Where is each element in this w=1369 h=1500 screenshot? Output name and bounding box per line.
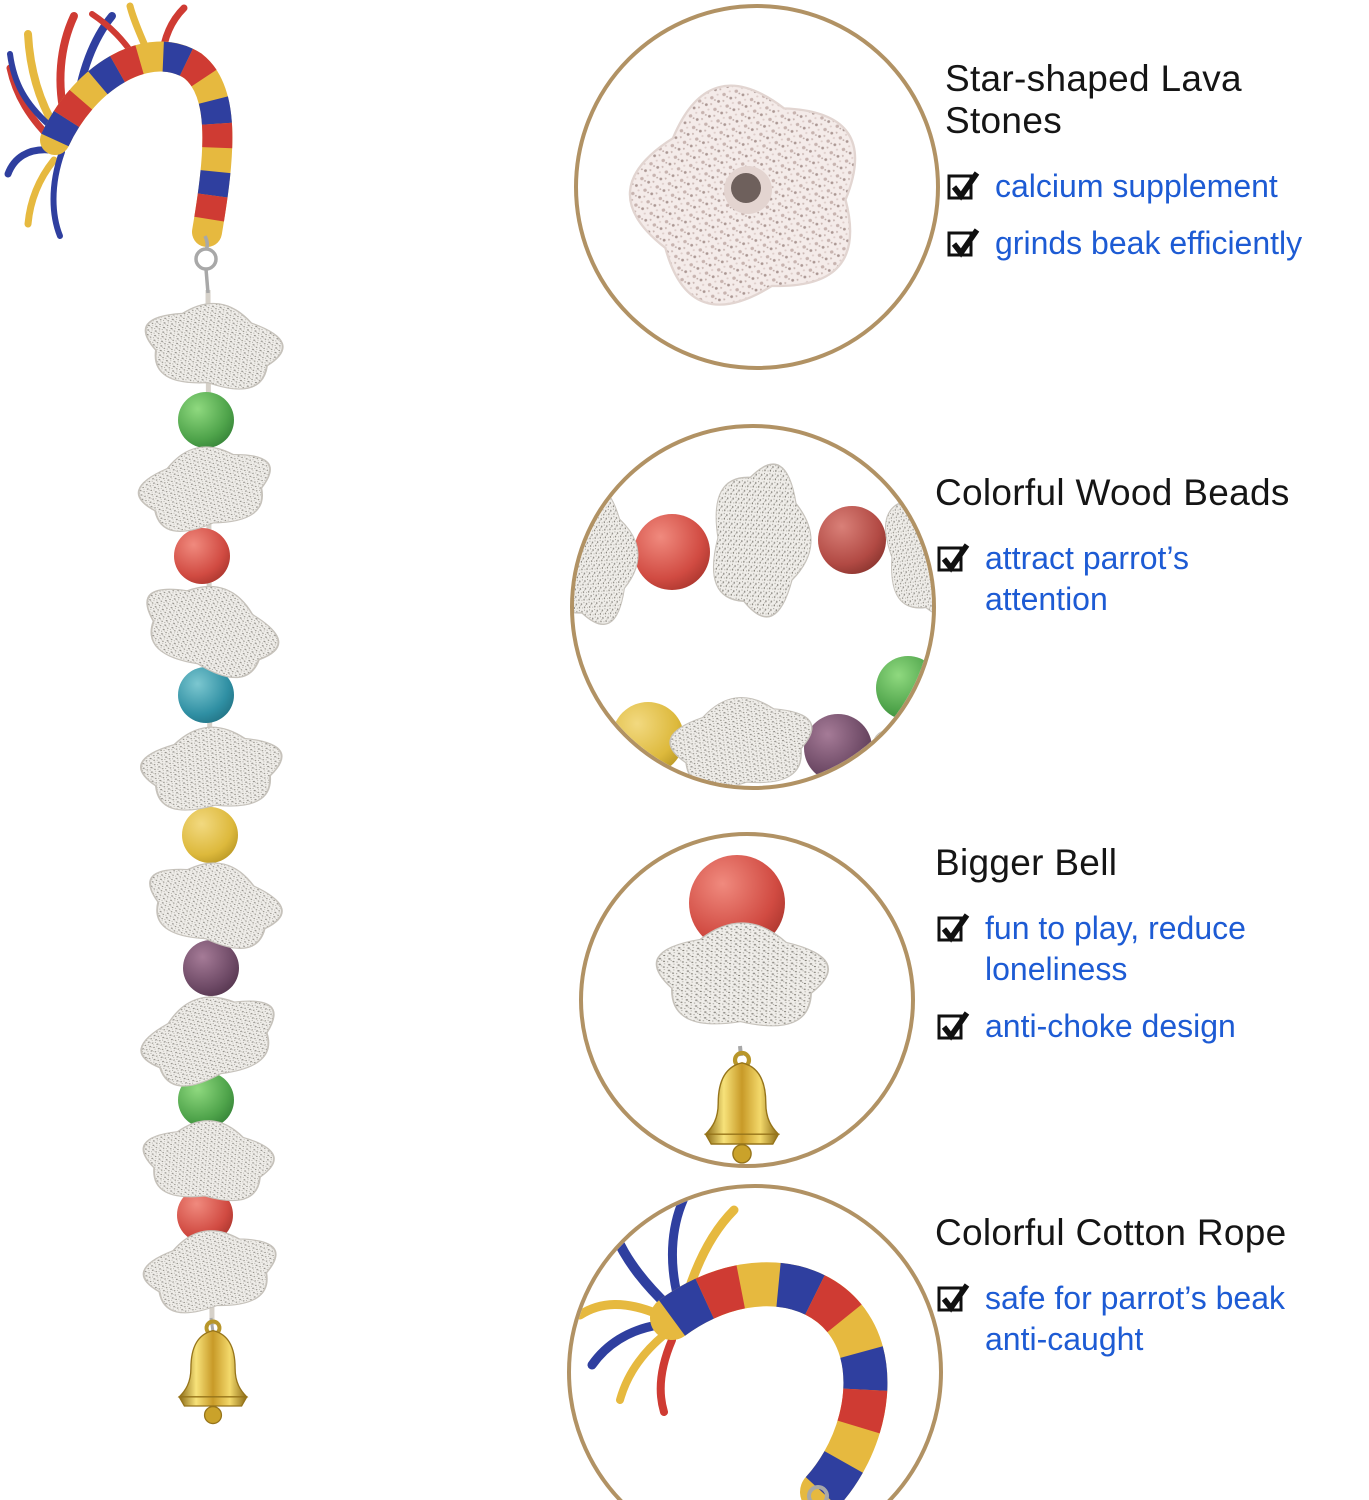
feature-title: Colorful Cotton Rope [935,1212,1287,1253]
detail-circle-wood-beads [570,424,936,790]
lava-stone [137,720,287,815]
wood-bead-red [174,528,230,584]
feature-item: anti-choke design [935,1006,1295,1047]
rope-tassel [575,1300,665,1320]
checkbox-check-icon [945,166,981,202]
wood-bead-yellow [182,807,238,863]
feature-wood-beads: Colorful Wood Beads attract parrot’s att… [935,472,1290,636]
feature-item: safe for parrot’s beak anti-caught [935,1278,1325,1360]
feature-item: grinds beak efficiently [945,223,1369,264]
feature-item-label: grinds beak efficiently [995,224,1303,261]
wood-bead-red [634,514,710,590]
stone-hole [731,173,761,203]
wood-bead-teal [178,667,234,723]
checkbox-check-icon [945,223,981,259]
rope-strand-red [41,41,233,235]
wood-bead-purple [804,714,872,782]
feature-item-label: attract parrot’s attention [985,540,1189,617]
rope-tassel [24,156,58,228]
feature-title: Star-shaped Lava Stones [945,58,1242,141]
circle-frame [567,1184,943,1500]
lava-stone [138,1114,278,1206]
rope-tassel [667,1189,691,1303]
feature-cotton-rope: Colorful Cotton Rope safe for parrot’s b… [935,1212,1325,1376]
checkbox-check-icon [935,1278,971,1314]
checkbox-check-icon [935,908,971,944]
checkbox-check-icon [935,1006,971,1042]
feature-item: calcium supplement [945,166,1369,207]
lava-stone [138,846,291,959]
rope-strand-red [658,1262,888,1500]
wood-bead-red [818,506,886,574]
feature-item-label: safe for parrot’s beak anti-caught [985,1280,1286,1357]
lava-stone [137,1218,285,1321]
hanging-wire [807,1485,829,1500]
feature-item: attract parrot’s attention [935,538,1290,620]
detail-circle-cotton-rope [567,1184,943,1500]
feature-lava-stones: Star-shaped Lava Stones calcium suppleme… [945,58,1369,280]
rope-tassel [616,1331,668,1404]
lava-stone [130,433,281,541]
hanging-wire [194,235,218,294]
golden-bell-icon [177,1319,249,1426]
rope-tassel [656,1336,676,1416]
rope-tassel [587,1320,663,1370]
rope-tassel [7,51,51,127]
rope-tassel [50,149,65,239]
wood-bead-green [876,656,932,720]
checkbox-check-icon [935,538,971,574]
wood-bead-green [178,392,234,448]
feature-title: Colorful Wood Beads [935,472,1290,513]
wood-bead-purple [183,940,239,996]
feature-item-label: anti-choke design [985,1007,1236,1044]
wood-bead-red [177,1187,233,1243]
feature-item: fun to play, reduce loneliness [935,908,1295,990]
cotton-rope [4,2,233,247]
detail-circle-lava-stone [574,4,940,370]
lava-stone [138,293,289,396]
detail-circle-bell [579,832,915,1168]
wood-bead-green [178,1072,234,1128]
feature-item-label: calcium supplement [995,168,1278,204]
toy-full-view [4,2,291,1426]
feature-bigger-bell: Bigger Bell fun to play, reduce loneline… [935,842,1295,1063]
feature-item-label: fun to play, reduce loneliness [985,910,1246,987]
feature-title: Bigger Bell [935,842,1118,883]
